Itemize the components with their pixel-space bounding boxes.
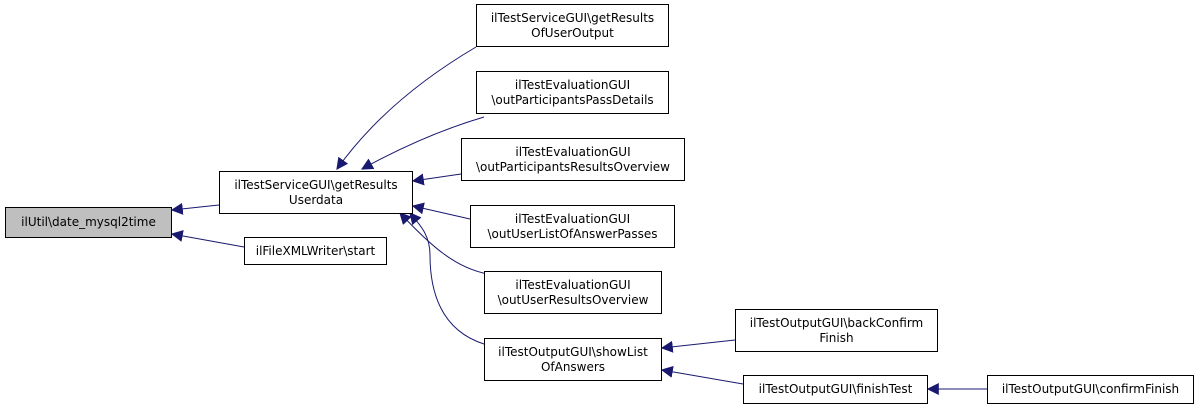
node-label: OfUserOutput xyxy=(531,25,614,40)
node-label: ilUtil\date_mysql2time xyxy=(21,215,156,229)
node-label: ilTestEvaluationGUI xyxy=(514,77,631,92)
node-label: ilTestOutputGUI\confirmFinish xyxy=(1001,382,1180,396)
node-getresults-ofuseroutput[interactable]: ilTestServiceGUI\getResults OfUserOutput xyxy=(476,4,669,47)
node-finishtest[interactable]: ilTestOutputGUI\finishTest xyxy=(743,375,928,404)
node-label: ilTestOutputGUI\finishTest xyxy=(758,382,913,396)
node-outuserresultsoverview[interactable]: ilTestEvaluationGUI \outUserResultsOverv… xyxy=(484,271,662,314)
node-label: Finish xyxy=(819,330,854,345)
node-backconfirmfinish[interactable]: ilTestOutputGUI\backConfirm Finish xyxy=(735,309,938,352)
node-outparticipantsresultsoverview[interactable]: ilTestEvaluationGUI \outParticipantsResu… xyxy=(461,138,685,181)
edge-finishTest-to-showListOfAnswers xyxy=(660,365,744,385)
node-label: OfAnswers xyxy=(540,359,606,374)
node-label: \outParticipantsResultsOverview xyxy=(475,159,670,174)
edge-answerPasses-to-getResultsUserdata xyxy=(411,202,471,220)
node-label: ilTestOutputGUI\showList xyxy=(498,344,648,359)
edge-showListOfAnswers-to-getResultsUserdata xyxy=(409,212,485,345)
edge-backConfirmFinish-to-showListOfAnswers xyxy=(660,339,736,353)
edge-getResultsUserdata-to-root xyxy=(170,202,220,215)
edge-resultsOverview-to-getResultsUserdata xyxy=(411,173,462,186)
edge-getResultsOfUserOutput-to-getResultsUserdata xyxy=(336,46,477,170)
edge-xmlStart-to-root xyxy=(170,230,245,248)
node-getresults-userdata[interactable]: ilTestServiceGUI\getResults Userdata xyxy=(219,171,413,214)
edge-passDetails-to-getResultsUserdata xyxy=(360,116,485,170)
node-filexmlwriter-start[interactable]: ilFileXMLWriter\start xyxy=(244,237,387,265)
node-label: \outParticipantsPassDetails xyxy=(491,92,654,107)
node-label: \outUserResultsOverview xyxy=(497,292,649,307)
node-label: ilTestEvaluationGUI xyxy=(514,211,631,226)
node-label: ilTestServiceGUI\getResults xyxy=(490,10,655,25)
node-label: Userdata xyxy=(288,192,344,207)
node-outuserlistofanswerpasses[interactable]: ilTestEvaluationGUI \outUserListOfAnswer… xyxy=(470,205,675,248)
node-label: ilTestEvaluationGUI xyxy=(515,277,631,292)
node-label: ilFileXMLWriter\start xyxy=(255,243,376,258)
node-label: \outUserListOfAnswerPasses xyxy=(487,226,658,241)
node-label: ilTestServiceGUI\getResults xyxy=(234,177,398,192)
node-date-mysql2time: ilUtil\date_mysql2time xyxy=(5,207,172,238)
node-confirmfinish[interactable]: ilTestOutputGUI\confirmFinish xyxy=(987,375,1194,404)
node-showlistofanswers[interactable]: ilTestOutputGUI\showList OfAnswers xyxy=(484,338,662,381)
node-label: ilTestOutputGUI\backConfirm xyxy=(749,315,924,330)
node-label: ilTestEvaluationGUI xyxy=(515,144,631,159)
node-outparticipantspassdetails[interactable]: ilTestEvaluationGUI \outParticipantsPass… xyxy=(476,71,669,114)
